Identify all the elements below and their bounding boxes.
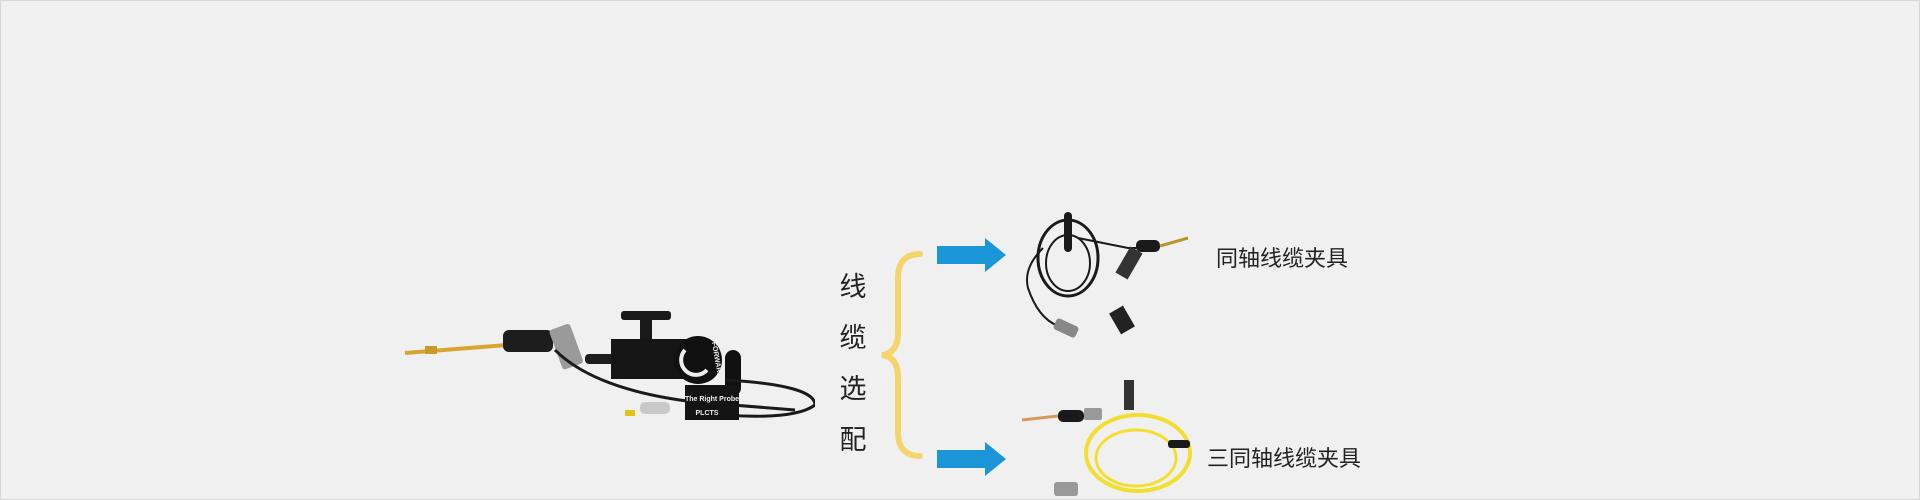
heading-char: 缆 [839, 323, 867, 354]
coaxial-cable-fixture-image [1026, 212, 1189, 338]
probe-positioner-image: FORWARD The Right Probe PLCTS [404, 311, 815, 420]
arrow-right-icon [937, 238, 1006, 272]
coaxial-cable-fixture-label: 同轴线缆夹具 [1216, 247, 1349, 272]
curly-brace [881, 251, 923, 459]
probe-brand-marking: The Right Probe [685, 396, 739, 403]
probe-model-marking: PLCTS [696, 410, 719, 417]
arrow-right-icon [937, 442, 1006, 476]
cable-options-heading: 线 缆 选 配 [838, 262, 868, 466]
triaxial-cable-fixture-image [1021, 380, 1192, 496]
heading-char: 配 [839, 425, 867, 456]
triaxial-cable-fixture-label: 三同轴线缆夹具 [1207, 447, 1362, 472]
heading-char: 选 [839, 374, 867, 405]
heading-char: 线 [839, 272, 867, 303]
